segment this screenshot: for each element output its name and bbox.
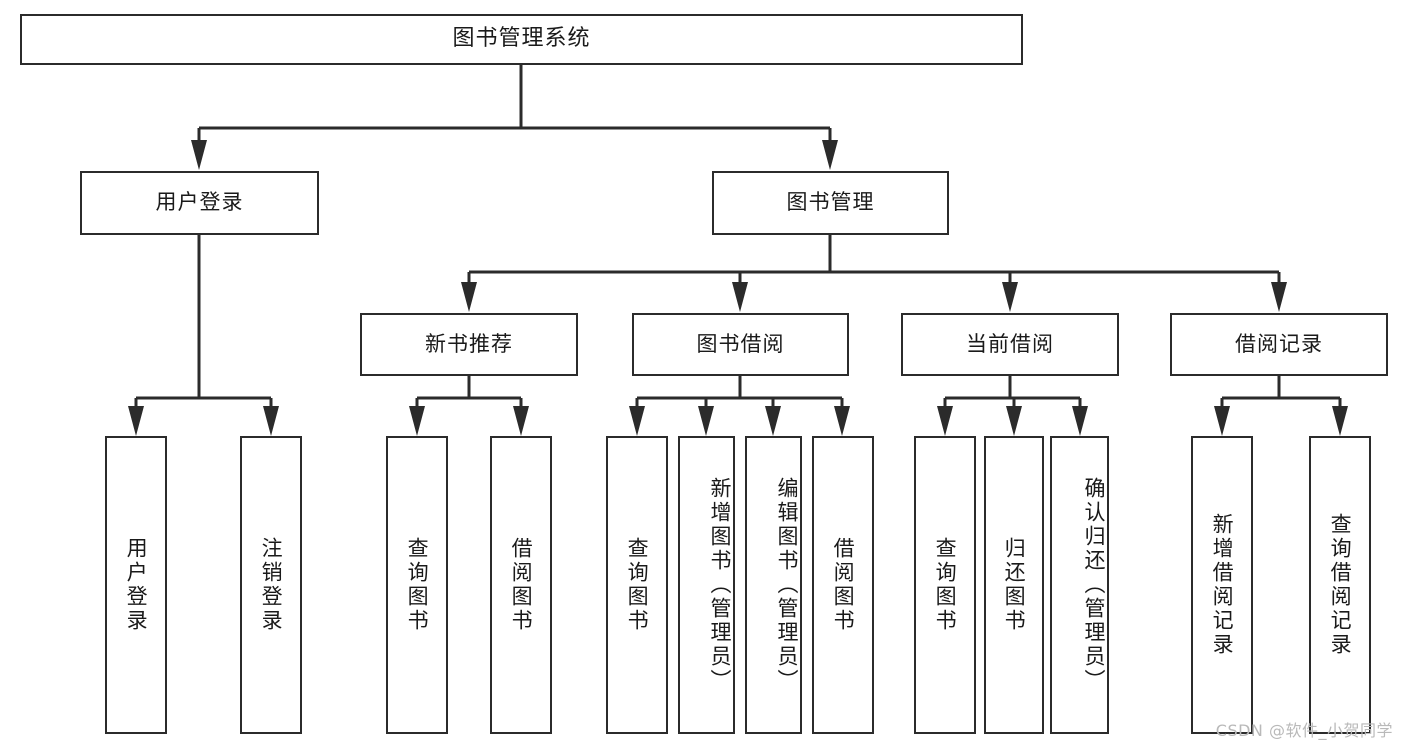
node-book-borrow[interactable]: 图书借阅 [632, 313, 849, 376]
node-new-book-recommend[interactable]: 新书推荐 [360, 313, 578, 376]
node-book-manage-label: 图书管理 [786, 190, 875, 215]
node-leaf-edit-book-label: 编辑图书（管理员） [775, 477, 799, 693]
node-leaf-edit-book[interactable]: 编辑图书（管理员） [745, 436, 802, 734]
node-current-borrow[interactable]: 当前借阅 [901, 313, 1119, 376]
node-leaf-query-book-3-label: 查询图书 [933, 537, 958, 633]
node-borrow-record-label: 借阅记录 [1235, 331, 1323, 356]
node-leaf-query-book-1[interactable]: 查询图书 [386, 436, 448, 734]
node-current-borrow-label: 当前借阅 [966, 331, 1054, 356]
node-root-label: 图书管理系统 [452, 26, 591, 52]
node-leaf-query-book-2[interactable]: 查询图书 [606, 436, 668, 734]
node-root[interactable]: 图书管理系统 [20, 14, 1023, 65]
node-leaf-user-login[interactable]: 用户登录 [105, 436, 167, 734]
node-leaf-borrow-book-2-label: 借阅图书 [831, 537, 856, 633]
node-leaf-user-login-label: 用户登录 [124, 537, 149, 633]
node-leaf-return-book-label: 归还图书 [1002, 537, 1027, 633]
node-user-login-label: 用户登录 [155, 190, 244, 215]
node-book-manage[interactable]: 图书管理 [712, 171, 949, 235]
node-leaf-borrow-book-1-label: 借阅图书 [509, 537, 534, 633]
watermark: CSDN @软件_小贺同学 [1215, 721, 1393, 740]
node-leaf-borrow-book-2[interactable]: 借阅图书 [812, 436, 874, 734]
node-leaf-query-book-2-label: 查询图书 [625, 537, 650, 633]
node-leaf-add-book-label: 新增图书（管理员） [708, 477, 732, 693]
node-leaf-query-book-3[interactable]: 查询图书 [914, 436, 976, 734]
node-leaf-logout[interactable]: 注销登录 [240, 436, 302, 734]
node-leaf-confirm-return-label: 确认归还（管理员） [1082, 477, 1106, 693]
node-leaf-query-record-label: 查询借阅记录 [1328, 513, 1353, 657]
node-user-login[interactable]: 用户登录 [80, 171, 319, 235]
node-leaf-confirm-return[interactable]: 确认归还（管理员） [1050, 436, 1109, 734]
node-leaf-query-book-1-label: 查询图书 [405, 537, 430, 633]
node-leaf-query-record[interactable]: 查询借阅记录 [1309, 436, 1371, 734]
node-borrow-record[interactable]: 借阅记录 [1170, 313, 1388, 376]
node-leaf-return-book[interactable]: 归还图书 [984, 436, 1044, 734]
node-book-borrow-label: 图书借阅 [696, 331, 785, 356]
node-leaf-add-book[interactable]: 新增图书（管理员） [678, 436, 735, 734]
node-leaf-logout-label: 注销登录 [259, 537, 284, 633]
node-new-book-recommend-label: 新书推荐 [425, 331, 513, 356]
node-leaf-add-record-label: 新增借阅记录 [1210, 513, 1235, 657]
node-leaf-borrow-book-1[interactable]: 借阅图书 [490, 436, 552, 734]
node-leaf-add-record[interactable]: 新增借阅记录 [1191, 436, 1253, 734]
